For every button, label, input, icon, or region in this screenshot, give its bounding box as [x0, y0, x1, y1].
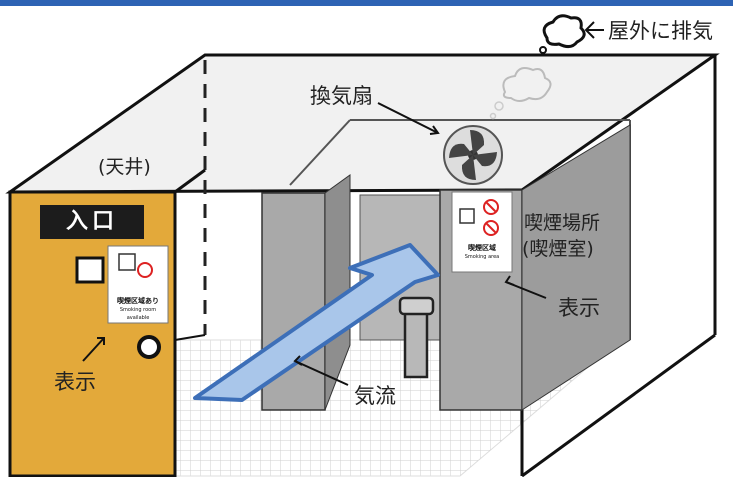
ceiling-label: (天井) — [98, 156, 151, 178]
airflow-label: 気流 — [354, 384, 396, 408]
exhaust-label: 屋外に排気 — [608, 19, 713, 43]
door-sign-subtitle: Smoking room available — [119, 307, 157, 321]
no-entry-icon — [483, 220, 499, 236]
display-label-right: 表示 — [558, 296, 600, 320]
room-sign-subtitle: Smoking area — [464, 254, 500, 260]
fan-leader-line — [377, 102, 439, 134]
top-bar — [0, 0, 733, 6]
door-knob — [137, 335, 161, 359]
display-label-left: 表示 — [54, 370, 96, 394]
room-sign-title: 喫煙区域 — [468, 244, 496, 252]
door-sign-title: 喫煙区域あり — [117, 297, 159, 305]
door-sign-leader-line — [82, 337, 105, 362]
no-smoking-icon — [483, 199, 499, 215]
right-floor-edge — [521, 333, 716, 477]
entrance-label: 入口 — [40, 205, 144, 239]
smoking-area-label: 喫煙場所 — [524, 212, 601, 234]
right-side-wall — [521, 124, 631, 411]
exhaust-cloud-icon — [542, 14, 586, 49]
door-window — [75, 256, 105, 284]
smoking-room-label: (喫煙室) — [522, 238, 594, 260]
airflow-leader-line — [294, 360, 349, 386]
smoke-cloud-faint — [502, 67, 552, 102]
ventilation-fan-label: 換気扇 — [310, 84, 373, 108]
door-sign — [107, 245, 169, 324]
airflow-arrow — [193, 243, 440, 402]
room-sign — [451, 191, 513, 273]
ashtray-stand — [403, 310, 429, 379]
